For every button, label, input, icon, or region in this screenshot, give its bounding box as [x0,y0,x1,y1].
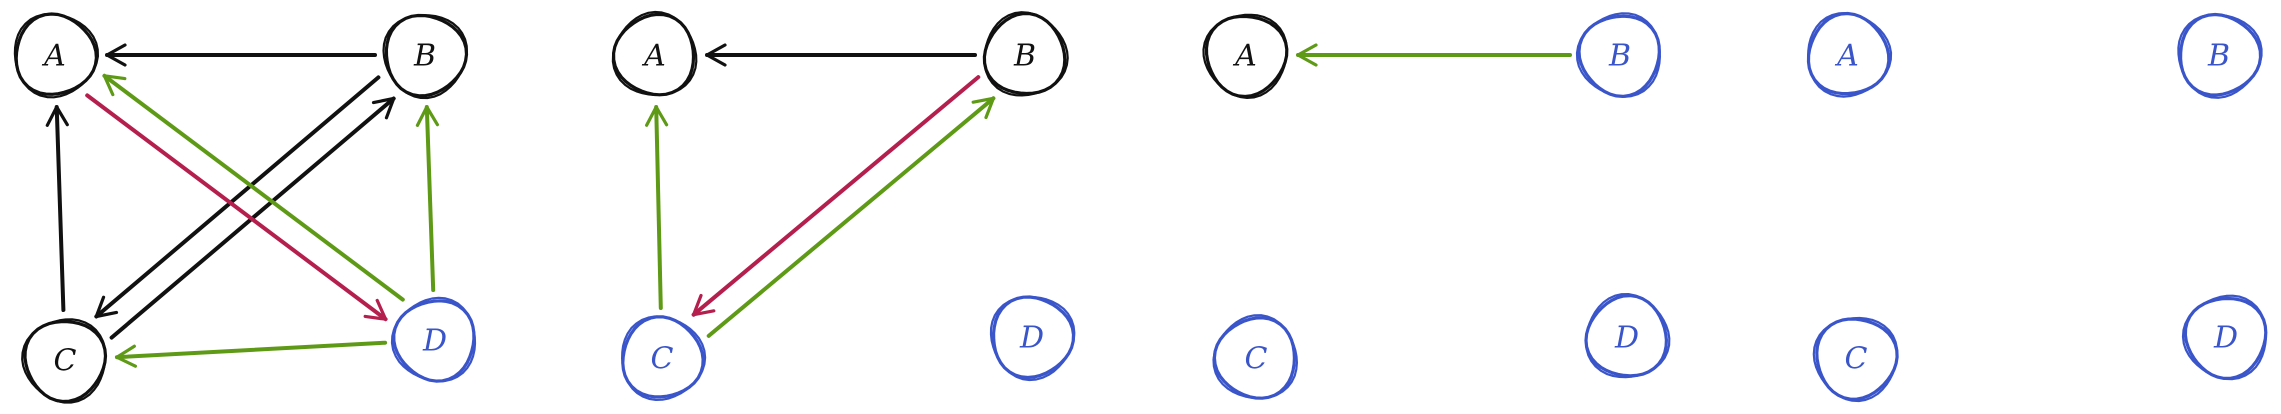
node-circle [2177,12,2263,99]
node-label: B [1013,39,1036,74]
node-circle [13,12,99,99]
edge-d-to-a-arrow [102,73,405,302]
node-label: A [641,39,666,74]
node-label: D [1614,321,1639,356]
node-circle [1202,13,1289,99]
panel-2-edges [645,43,996,338]
panel-1-edges [45,43,440,368]
node-label: C [651,342,674,377]
node-circle [989,295,1076,382]
node-b: B [2177,12,2263,99]
edge-d-to-b-arrow [415,105,440,292]
node-circle [1806,11,1893,98]
node-circle [382,13,469,100]
node-c: C [621,315,707,401]
node-circle [1812,316,1899,403]
node-label: D [422,324,447,359]
node-a: A [1806,11,1893,98]
node-c: C [21,318,108,404]
node-circle [390,296,477,383]
node-d: D [1584,293,1671,379]
edge-a-to-d-arrow [85,93,388,322]
node-label: B [2207,39,2230,74]
node-circle [1584,293,1671,379]
panel-1-nodes: A B C D [13,12,477,404]
node-circle [21,318,108,404]
node-label: D [2213,321,2238,356]
node-circle [2181,294,2268,381]
node-b: B [382,13,469,100]
node-b: B [1575,12,1661,98]
node-c: C [1212,314,1298,400]
edge-b-to-c-arrow [691,75,981,317]
node-label: C [54,344,77,379]
edge-c-to-a-arrow [645,105,669,310]
node-d: D [989,295,1076,382]
node-label: D [1019,321,1044,356]
node-a: A [13,12,99,99]
node-b: B [982,11,1069,97]
edge-d-to-c-arrow [114,340,388,368]
node-label: B [1608,39,1631,74]
node-circle [611,10,698,97]
node-d: D [390,296,477,383]
node-a: A [1202,13,1289,99]
node-d: D [2181,294,2268,381]
node-label: C [1845,342,1868,377]
panel-4-nodes: A B C D [1806,11,2268,403]
panel-2-nodes: A B C D [611,10,1076,401]
node-a: A [611,10,698,97]
nodes-layer: A B C D A B C D A B C D A B C D [13,10,2268,404]
node-label: C [1245,342,1268,377]
edge-c-to-b-arrow [706,96,996,338]
node-circle [1212,314,1298,400]
node-label: A [41,39,66,74]
node-c: C [1812,316,1899,403]
node-label: A [1232,39,1257,74]
node-label: A [1834,39,1859,74]
edge-b-to-c-arrow [94,75,381,319]
node-circle [1575,12,1661,98]
node-circle [982,11,1069,97]
edge-c-to-a-arrow [45,105,69,312]
node-label: B [413,39,436,74]
panel-3-nodes: A B C D [1202,12,1671,400]
edges-layer [45,43,1572,368]
node-circle [621,315,707,401]
